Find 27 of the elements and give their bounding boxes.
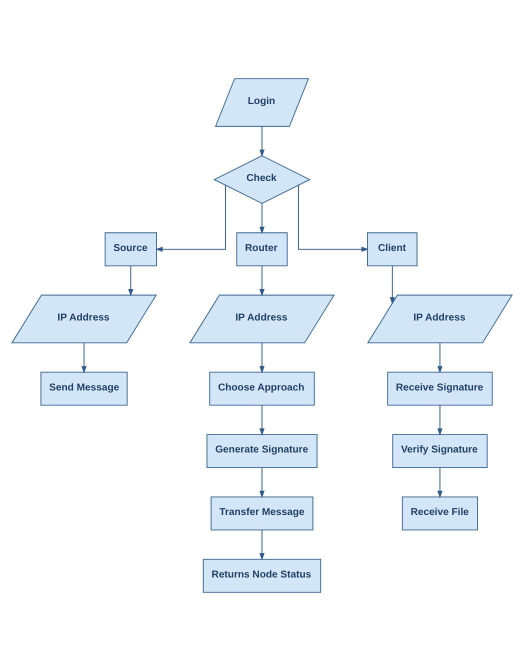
arrow <box>259 404 265 436</box>
arrow <box>298 184 369 252</box>
arrow <box>128 265 134 296</box>
node-box: Generate Signature <box>206 434 318 468</box>
node-box: Choose Approach <box>209 372 315 406</box>
arrow <box>259 126 265 157</box>
arrow <box>437 467 443 498</box>
node-diamond: Check <box>213 155 311 204</box>
arrow <box>155 184 226 252</box>
node-box: Router <box>236 232 288 266</box>
arrow <box>390 265 395 304</box>
node-box: Client <box>367 232 418 266</box>
node-box: Returns Node Status <box>202 558 322 593</box>
node-box: Transfer Message <box>210 496 314 530</box>
node-box: Verify Signature <box>392 434 488 468</box>
node-box: Receive Signature <box>387 372 493 406</box>
node-box: Receive File <box>402 496 478 530</box>
arrow <box>259 530 265 560</box>
arrow <box>259 467 265 498</box>
arrow <box>259 265 265 296</box>
arrow <box>259 342 265 374</box>
node-box: Send Message <box>40 372 128 406</box>
arrow <box>437 342 443 374</box>
arrow <box>81 342 87 374</box>
node-box: Source <box>104 232 157 266</box>
arrow <box>437 404 443 436</box>
arrow <box>259 203 265 234</box>
